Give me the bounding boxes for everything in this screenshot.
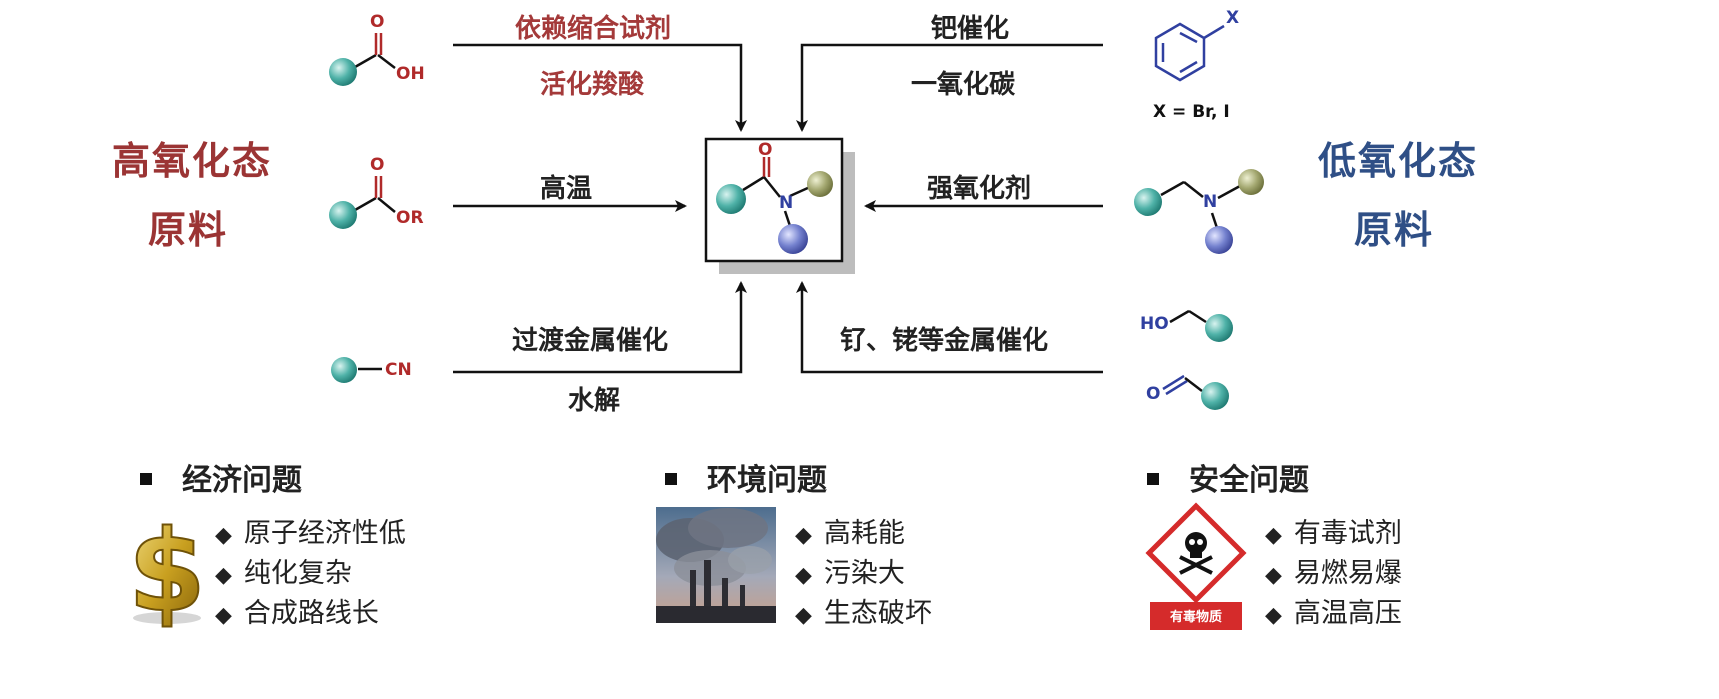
- issue-environment-title: 环境问题: [665, 455, 827, 499]
- diamond-bullet-icon: ◆: [1265, 563, 1282, 588]
- diamond-bullet-icon: ◆: [215, 563, 232, 588]
- diamond-bullet-icon: ◆: [1265, 603, 1282, 628]
- toxic-hazard-icon: [1145, 502, 1247, 632]
- amine-nitrogen-label: N: [1203, 192, 1218, 212]
- issue-economic-list: ◆ 原子经济性低 ◆ 纯化复杂 ◆ 合成路线长: [215, 515, 406, 635]
- alcohol-ho-label: HO: [1140, 314, 1169, 334]
- product-oxygen-label: O: [758, 140, 773, 160]
- list-item: ◆ 生态破坏: [795, 595, 932, 635]
- issue-safety-label: 安全问题: [1189, 463, 1309, 498]
- ester-or-label: OR: [396, 208, 424, 228]
- issue-safety-title: 安全问题: [1147, 455, 1309, 499]
- issue-environment-list: ◆ 高耗能 ◆ 污染大 ◆ 生态破坏: [795, 515, 932, 635]
- high-oxidation-line2: 原料: [148, 208, 229, 252]
- issue-economic-label: 经济问题: [182, 463, 302, 498]
- list-item-text: 原子经济性低: [243, 518, 406, 549]
- arylhalide-condition-line2: 一氧化碳: [911, 70, 1016, 100]
- ester-molecule: [329, 176, 396, 229]
- list-item: ◆ 有毒试剂: [1265, 515, 1402, 555]
- acid-condition-line1: 依赖缩合试剂: [515, 14, 672, 44]
- hazard-label: 有毒物质: [1169, 610, 1222, 625]
- diamond-bullet-icon: ◆: [795, 523, 812, 548]
- aldehyde-oxygen-label: O: [1146, 384, 1161, 404]
- list-item: ◆ 高耗能: [795, 515, 932, 555]
- nitrile-condition-line2: 水解: [568, 386, 621, 416]
- issue-economic-title: 经济问题: [140, 455, 302, 499]
- arrow-arylhalide: [796, 43, 1103, 132]
- nitrile-condition-line1: 过渡金属催化: [512, 326, 669, 356]
- amine-molecule: [1134, 169, 1264, 254]
- low-oxidation-line1: 低氧化态: [1318, 139, 1479, 183]
- list-item-text: 污染大: [823, 558, 905, 589]
- list-item-text: 易燃易爆: [1293, 558, 1402, 589]
- nitrile-cn-label: CN: [385, 360, 412, 380]
- list-item-text: 合成路线长: [243, 598, 379, 629]
- list-item-text: 高耗能: [823, 518, 905, 549]
- list-item: ◆ 原子经济性低: [215, 515, 406, 555]
- diamond-bullet-icon: ◆: [1265, 523, 1282, 548]
- aryl-x-label: X: [1226, 8, 1240, 28]
- low-oxidation-line2: 原料: [1354, 208, 1435, 252]
- svg-text:$: $: [128, 507, 206, 637]
- acid-hydroxyl-label: OH: [396, 64, 425, 84]
- diamond-bullet-icon: ◆: [795, 603, 812, 628]
- list-item-text: 有毒试剂: [1293, 518, 1402, 549]
- high-oxidation-title: 高氧化态 原料: [112, 130, 272, 254]
- list-item: ◆ 合成路线长: [215, 595, 406, 635]
- issue-safety-list: ◆ 有毒试剂 ◆ 易燃易爆 ◆ 高温高压: [1265, 515, 1402, 635]
- high-oxidation-line1: 高氧化态: [112, 139, 273, 183]
- list-item: ◆ 污染大: [795, 555, 932, 595]
- acid-oxygen-label: O: [370, 12, 385, 32]
- alcohol-molecule: [1169, 309, 1233, 342]
- diamond-bullet-icon: ◆: [795, 563, 812, 588]
- list-item: ◆ 易燃易爆: [1265, 555, 1402, 595]
- amide-product-box: [704, 137, 855, 274]
- arrow-alcohol: [796, 281, 1103, 374]
- list-item: ◆ 高温高压: [1265, 595, 1402, 635]
- arrow-acid: [453, 43, 747, 132]
- bullet-square-icon: [140, 472, 152, 485]
- reaction-arrows: [453, 43, 1103, 374]
- bullet-square-icon: [665, 472, 677, 485]
- aldehyde-molecule: [1162, 374, 1229, 410]
- issue-environment-label: 环境问题: [707, 463, 827, 498]
- aryl-halide-note: X = Br, I: [1153, 102, 1230, 122]
- low-oxidation-title: 低氧化态 原料: [1318, 130, 1478, 254]
- product-nitrogen-label: N: [779, 193, 794, 213]
- list-item-text: 纯化复杂: [243, 558, 352, 589]
- list-item-text: 高温高压: [1293, 598, 1402, 629]
- ester-condition: 高温: [540, 174, 593, 204]
- amine-condition: 强氧化剂: [927, 174, 1032, 204]
- diamond-bullet-icon: ◆: [215, 523, 232, 548]
- arylhalide-condition-line1: 钯催化: [931, 14, 1010, 44]
- acid-condition-line2: 活化羧酸: [540, 70, 645, 100]
- nitrile-molecule: [331, 357, 382, 383]
- bullet-square-icon: [1147, 472, 1159, 485]
- arrow-nitrile: [453, 281, 747, 374]
- carboxylic-acid-molecule: [329, 33, 396, 86]
- diamond-bullet-icon: ◆: [215, 603, 232, 628]
- list-item: ◆ 纯化复杂: [215, 555, 406, 595]
- ester-oxygen-label: O: [370, 155, 385, 175]
- list-item-text: 生态破坏: [823, 598, 932, 629]
- dollar-sign-icon: $: [127, 506, 207, 638]
- factory-smoke-icon: [656, 507, 776, 623]
- alcohol-condition: 钌、铑等金属催化: [840, 326, 1049, 356]
- aryl-halide-molecule: [1154, 22, 1225, 82]
